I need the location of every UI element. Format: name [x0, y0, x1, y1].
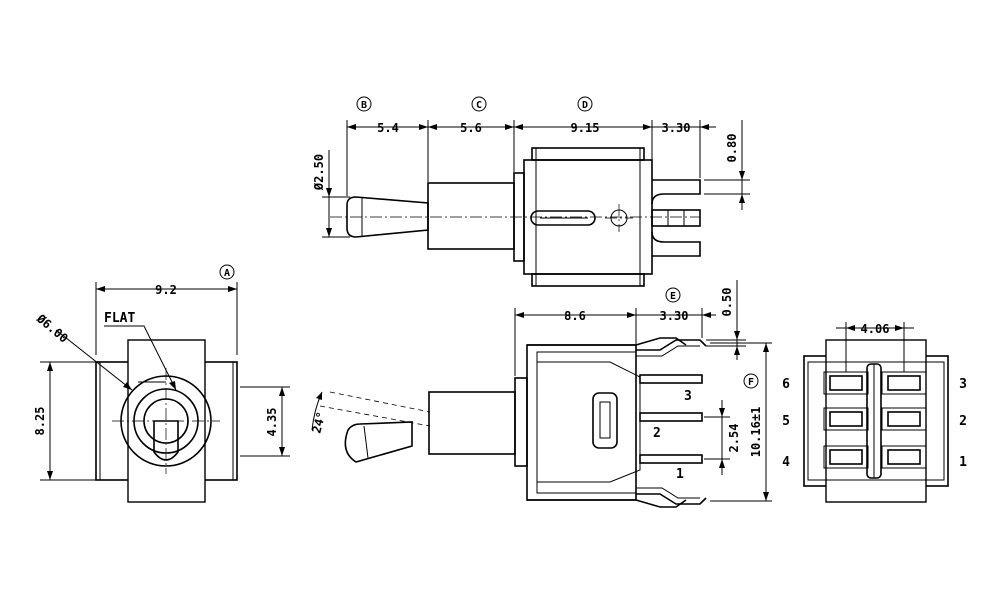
top-dim-b: 5.4: [377, 121, 399, 135]
top-lever-dia-dim: Ø2.50: [312, 154, 326, 191]
front-view: 9.2 8.25 Ø6.00 FLAT 4.35: [33, 282, 290, 503]
callout-f: F: [743, 373, 759, 389]
side-view: 24° 3 2 1 8.6 3.30: [309, 280, 772, 508]
side-pin-len-dim: 3.30: [660, 309, 689, 323]
callout-a-label: A: [224, 268, 230, 279]
side-pin-2: 2: [653, 426, 661, 441]
callout-b-label: B: [361, 100, 367, 111]
top-dim-d: 9.15: [571, 121, 600, 135]
flat-label: FLAT: [104, 311, 135, 326]
callout-c: C: [471, 96, 487, 112]
front-half-height-dim: 4.35: [265, 408, 279, 437]
bottom-label-4: 4: [782, 455, 790, 470]
side-angle-dim: 24°: [309, 410, 328, 435]
front-width-dim: 9.2: [155, 283, 177, 297]
side-pin-thick-dim: 0.50: [720, 288, 734, 317]
top-pin-thick-dim: 0.80: [725, 134, 739, 163]
bottom-spacing-dim: 4.06: [861, 322, 890, 336]
front-diameter-dim: Ø6.00: [33, 311, 70, 346]
side-body-len-dim: 8.6: [564, 309, 586, 323]
callout-e-label: E: [670, 291, 676, 302]
callout-f-label: F: [748, 377, 754, 388]
bottom-label-2: 2: [959, 414, 967, 429]
callout-b: B: [356, 96, 372, 112]
bottom-label-6: 6: [782, 377, 790, 392]
side-pitch-dim: 2.54: [727, 424, 741, 453]
callout-d-label: D: [582, 100, 588, 111]
top-dim-c: 5.6: [460, 121, 482, 135]
callout-c-label: C: [476, 100, 482, 111]
callout-e: E: [665, 287, 681, 303]
front-height-dim: 8.25: [33, 407, 47, 436]
bottom-label-1: 1: [959, 455, 967, 470]
side-pin-3: 3: [684, 389, 692, 404]
callout-d: D: [577, 96, 593, 112]
bottom-label-3: 3: [959, 377, 967, 392]
top-view: 5.4 5.6 9.15 3.30 0.80 Ø2.50: [312, 120, 750, 287]
bottom-label-5: 5: [782, 414, 790, 429]
side-pin-1: 1: [676, 467, 684, 482]
top-dim-pin: 3.30: [662, 121, 691, 135]
callout-a: A: [219, 264, 235, 280]
side-total-height-dim: 10.16±1: [749, 407, 763, 458]
bottom-view: 4.06 6 5 4 3 2 1: [782, 322, 967, 503]
